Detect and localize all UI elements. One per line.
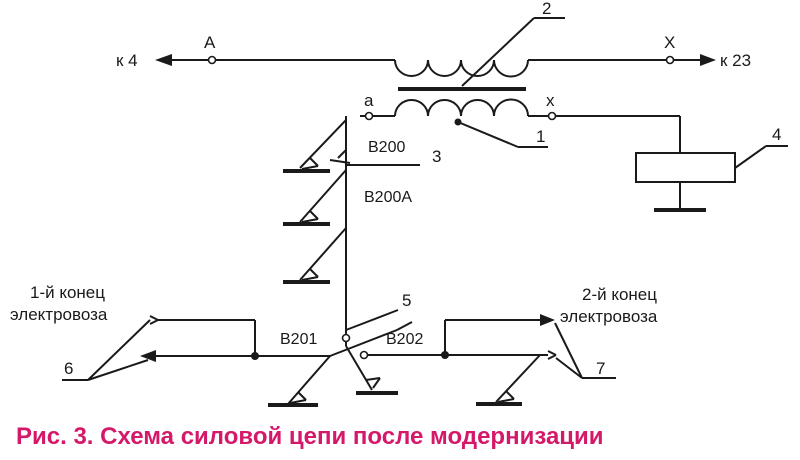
label-to-23: к 23 xyxy=(720,51,751,70)
label-to-4: к 4 xyxy=(116,51,138,70)
figure-caption: Рис. 3. Схема силовой цепи после модерни… xyxy=(16,423,604,450)
label-end2-line2: электровоза xyxy=(560,307,658,326)
switch-5-top-terminal xyxy=(341,333,351,343)
callout-2: 2 xyxy=(542,0,551,18)
switch-ground-3 xyxy=(283,227,347,284)
switch-B202-ground xyxy=(476,354,541,406)
switch-5-right-terminal xyxy=(359,350,369,360)
label-B200A: В200А xyxy=(364,189,412,206)
label-terminal-X: Х xyxy=(664,33,675,52)
switch-B200A xyxy=(283,149,420,226)
load-block xyxy=(635,152,736,183)
callout-7: 7 xyxy=(596,359,605,378)
callout-6: 6 xyxy=(64,359,73,378)
callout-4: 4 xyxy=(772,125,781,144)
label-B200: В200 xyxy=(368,139,405,156)
end1-bottom-arrowhead xyxy=(140,350,156,362)
label-end2-line1: 2-й конец xyxy=(582,285,657,304)
primary-line xyxy=(155,54,716,66)
label-end1-line1: 1-й конец xyxy=(30,283,105,302)
callout-1: 1 xyxy=(536,127,545,146)
label-B201: В201 xyxy=(280,331,317,348)
label-terminal-a: а xyxy=(364,91,374,110)
terminal-a xyxy=(364,111,374,121)
right-arrowhead xyxy=(700,54,716,66)
label-end1-line2: электровоза xyxy=(10,305,108,324)
left-arrowhead xyxy=(155,54,172,66)
switch-B200 xyxy=(283,119,347,173)
label-terminal-x: х xyxy=(546,91,555,110)
switch-B201 xyxy=(268,355,331,407)
end2-top-arrowhead xyxy=(540,314,555,326)
terminal-A xyxy=(207,55,217,65)
label-terminal-A: А xyxy=(204,33,216,52)
secondary-winding xyxy=(394,98,529,117)
callout-5: 5 xyxy=(402,291,411,310)
terminal-x xyxy=(547,111,557,121)
callout-3: 3 xyxy=(432,147,441,166)
switch-B202 xyxy=(345,345,398,395)
primary-winding xyxy=(394,59,529,78)
label-B202: В202 xyxy=(386,331,423,348)
terminal-X xyxy=(665,55,675,65)
